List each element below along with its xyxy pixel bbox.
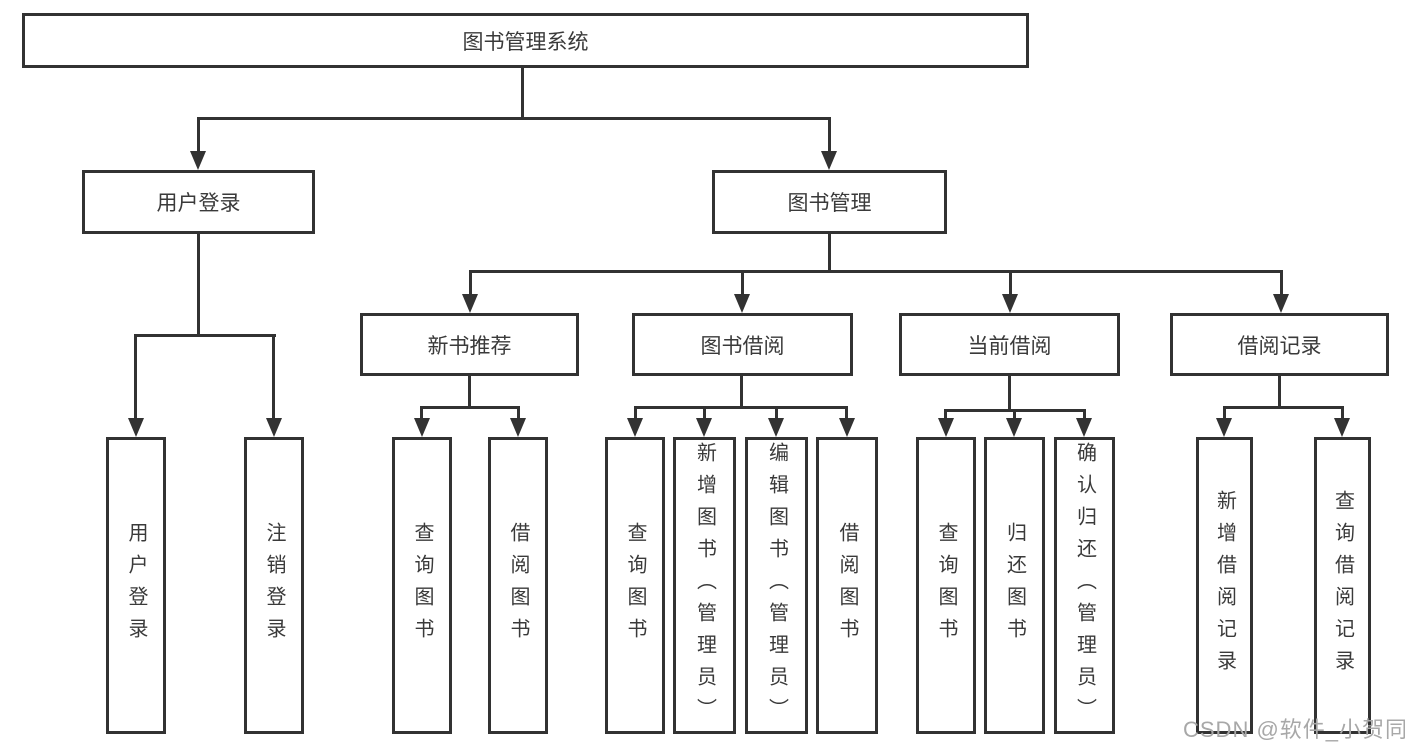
connector-line xyxy=(1223,406,1343,409)
leaf-label: 借阅图书 xyxy=(836,521,858,650)
connector-line xyxy=(845,406,848,420)
connector-line xyxy=(1278,376,1281,406)
leaf-label: 查询图书 xyxy=(935,521,957,650)
leaf-label: 借阅图书 xyxy=(507,521,529,650)
connector-line xyxy=(420,406,520,409)
connector-line xyxy=(197,117,831,120)
leaf-label: 注销登录 xyxy=(263,521,285,650)
leaf-edit-book-admin: 编辑图书（管理员） xyxy=(745,437,808,734)
connector-line xyxy=(634,406,848,409)
connector-line xyxy=(1280,270,1283,296)
arrow-down-icon xyxy=(414,418,430,437)
node-user-login: 用户登录 xyxy=(82,170,315,234)
leaf-user-login: 用户登录 xyxy=(106,437,166,734)
leaf-label: 编辑图书（管理员） xyxy=(765,441,788,730)
connector-line xyxy=(703,406,706,420)
leaf-label: 确认归还（管理员） xyxy=(1073,441,1096,730)
node-book-borrow: 图书借阅 xyxy=(632,313,853,376)
connector-line xyxy=(135,334,276,337)
connector-line xyxy=(469,270,472,296)
connector-line xyxy=(420,406,423,420)
connector-line xyxy=(134,334,137,419)
leaf-logout: 注销登录 xyxy=(244,437,304,734)
connector-line xyxy=(740,376,743,406)
arrow-down-icon xyxy=(462,294,478,313)
arrow-down-icon xyxy=(1334,418,1350,437)
leaf-add-borrow-record: 新增借阅记录 xyxy=(1196,437,1253,734)
connector-line xyxy=(1008,376,1011,409)
leaf-confirm-return-admin: 确认归还（管理员） xyxy=(1054,437,1115,734)
leaf-label: 查询图书 xyxy=(624,521,646,650)
connector-line xyxy=(521,68,524,117)
leaf-return-book: 归还图书 xyxy=(984,437,1045,734)
leaf-query-books-borrow: 查询图书 xyxy=(605,437,665,734)
leaf-query-books-recommend: 查询图书 xyxy=(392,437,452,734)
connector-line xyxy=(197,117,200,154)
node-book-management: 图书管理 xyxy=(712,170,947,234)
leaf-borrow-books: 借阅图书 xyxy=(816,437,878,734)
csdn-watermark: CSDN @软件_小贺同学 xyxy=(1183,717,1405,742)
arrow-down-icon xyxy=(1216,418,1232,437)
leaf-borrow-books-recommend: 借阅图书 xyxy=(488,437,548,734)
leaf-query-borrow-record: 查询借阅记录 xyxy=(1314,437,1371,734)
arrow-down-icon xyxy=(696,418,712,437)
connector-line xyxy=(775,406,778,420)
node-root-system: 图书管理系统 xyxy=(22,13,1029,68)
arrow-down-icon xyxy=(1076,418,1092,437)
node-borrow-records: 借阅记录 xyxy=(1170,313,1389,376)
arrow-down-icon xyxy=(839,418,855,437)
leaf-query-books-current: 查询图书 xyxy=(916,437,976,734)
arrow-down-icon xyxy=(627,418,643,437)
connector-line xyxy=(634,406,637,420)
connector-line xyxy=(828,117,831,154)
connector-line xyxy=(272,334,275,419)
connector-line xyxy=(741,270,744,296)
connector-line xyxy=(1013,409,1016,420)
arrow-down-icon xyxy=(1002,294,1018,313)
leaf-label: 用户登录 xyxy=(125,521,147,650)
connector-line xyxy=(1083,409,1086,420)
arrow-down-icon xyxy=(938,418,954,437)
leaf-add-book-admin: 新增图书（管理员） xyxy=(673,437,736,734)
connector-line xyxy=(944,409,947,420)
arrow-down-icon xyxy=(510,418,526,437)
connector-line xyxy=(468,376,471,406)
arrow-down-icon xyxy=(1006,418,1022,437)
connector-line xyxy=(1341,406,1344,420)
connector-line xyxy=(517,406,520,420)
arrow-down-icon xyxy=(1273,294,1289,313)
arrow-down-icon xyxy=(768,418,784,437)
node-current-borrow: 当前借阅 xyxy=(899,313,1120,376)
arrow-down-icon xyxy=(190,151,206,170)
connector-line xyxy=(1009,270,1012,296)
leaf-label: 新增图书（管理员） xyxy=(693,441,716,730)
connector-line xyxy=(828,234,831,270)
node-new-book-recommend: 新书推荐 xyxy=(360,313,579,376)
connector-line xyxy=(197,234,200,334)
arrow-down-icon xyxy=(734,294,750,313)
leaf-label: 查询图书 xyxy=(411,521,433,650)
arrow-down-icon xyxy=(266,418,282,437)
connector-line xyxy=(1223,406,1226,420)
arrow-down-icon xyxy=(821,151,837,170)
connector-line xyxy=(469,270,1283,273)
leaf-label: 新增借阅记录 xyxy=(1213,489,1236,682)
leaf-label: 归还图书 xyxy=(1003,521,1026,650)
leaf-label: 查询借阅记录 xyxy=(1331,489,1354,682)
arrow-down-icon xyxy=(128,418,144,437)
